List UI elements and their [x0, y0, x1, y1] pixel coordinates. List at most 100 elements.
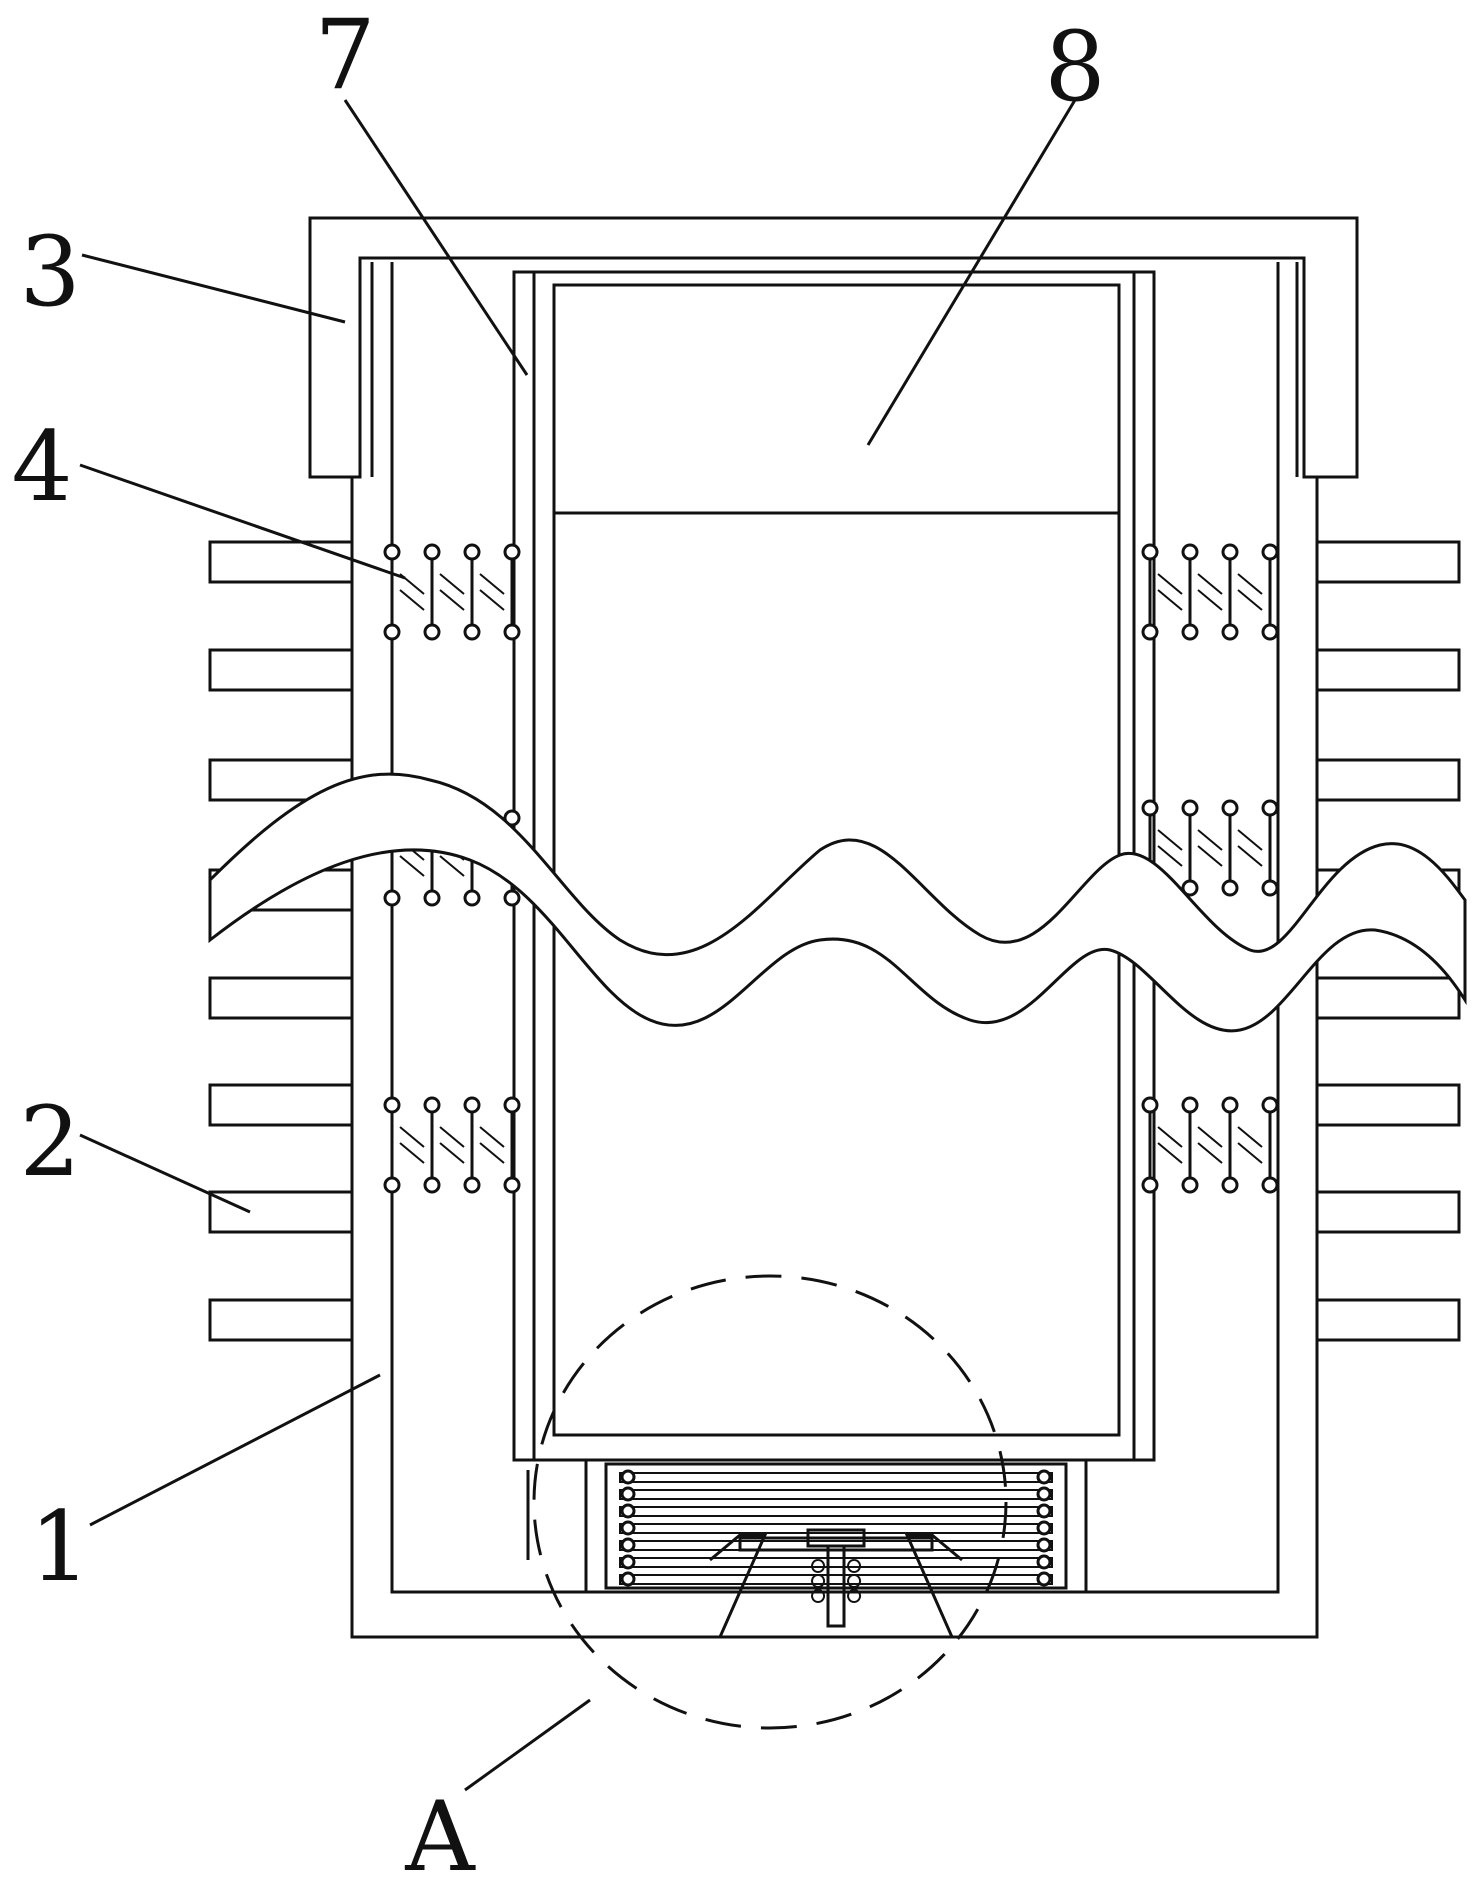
spring-pin [1261, 1096, 1279, 1114]
spring-pin [1141, 543, 1159, 561]
spring-coil [1197, 573, 1223, 595]
spring-coil [1237, 1142, 1263, 1164]
spring-pin [463, 1096, 481, 1114]
spring-coil [439, 589, 465, 611]
spring-pin [383, 543, 401, 561]
spring-coil [439, 1142, 465, 1164]
fin-right [1315, 1083, 1461, 1127]
spring-coil [1157, 845, 1183, 867]
spring-group [383, 543, 1279, 1194]
spring-pin [503, 543, 521, 561]
spring-pin [463, 543, 481, 561]
coil-plate [619, 1574, 1053, 1585]
spring-pin [1181, 799, 1199, 817]
spring-pin [1141, 623, 1159, 641]
spring-pin [503, 623, 521, 641]
heat-fins [208, 540, 1461, 1342]
spring-pin [503, 809, 521, 827]
coil-plate [619, 1557, 1053, 1568]
spring-coil [399, 1142, 425, 1164]
coil-end [1036, 1520, 1052, 1536]
spring-pin [1141, 1176, 1159, 1194]
top-cover [308, 216, 1359, 479]
coil-end [1036, 1537, 1052, 1553]
coil-end [1036, 1571, 1052, 1587]
coil-end [620, 1554, 636, 1570]
coil-plate [619, 1472, 1053, 1483]
fin-left [208, 1190, 354, 1234]
spring-pin [423, 889, 441, 907]
label-part-8: 8 [1044, 11, 1105, 123]
coil-plate [619, 1489, 1053, 1500]
spring [383, 1096, 521, 1194]
coil-end [1036, 1503, 1052, 1519]
fin-right [1315, 758, 1461, 802]
spring-pin [423, 1176, 441, 1194]
spring-coil [1237, 829, 1263, 851]
spring-pin [423, 1096, 441, 1114]
label-part-7: 7 [314, 0, 375, 111]
spring-pin [1221, 623, 1239, 641]
spring [1141, 543, 1279, 641]
coil-end [620, 1571, 636, 1587]
spring-coil [439, 573, 465, 595]
coil-end [620, 1469, 636, 1485]
fin-left [208, 976, 354, 1020]
spring-coil [479, 589, 505, 611]
spring-coil [1197, 1142, 1223, 1164]
spring-coil [399, 855, 425, 877]
spring-coil [479, 573, 505, 595]
spring-coil [439, 855, 465, 877]
spring-pin [1141, 1096, 1159, 1114]
bottom-cushion-assembly [526, 1458, 1088, 1638]
spring-coil [1197, 1126, 1223, 1148]
detail-circle [532, 1274, 1008, 1730]
label-detail-a: A [404, 1781, 476, 1879]
spring-pin [1221, 879, 1239, 897]
coil-end [1036, 1554, 1052, 1570]
fin-left [208, 648, 354, 692]
spring-coil [1237, 589, 1263, 611]
label-part-3: 3 [19, 216, 80, 328]
spring-pin [383, 889, 401, 907]
spring-pin [463, 889, 481, 907]
spring-pin [1221, 543, 1239, 561]
spring-coil [479, 1126, 505, 1148]
coil-end [620, 1503, 636, 1519]
spring-coil [1157, 1126, 1183, 1148]
spring-pin [1261, 799, 1279, 817]
spring-pin [503, 1176, 521, 1194]
coil-end [620, 1537, 636, 1553]
spring-coil [1157, 573, 1183, 595]
spring-coil [1197, 845, 1223, 867]
break-line [208, 772, 1467, 1033]
spring-pin [383, 1096, 401, 1114]
spring-coil [399, 589, 425, 611]
spring-pin [1181, 879, 1199, 897]
coil-plate [619, 1523, 1053, 1534]
spring-coil [1237, 845, 1263, 867]
spring-coil [1157, 829, 1183, 851]
spring-pin [1181, 1096, 1199, 1114]
spring-coil [479, 1142, 505, 1164]
fin-right [1315, 540, 1461, 584]
spring-coil [1237, 573, 1263, 595]
spring-pin [1261, 879, 1279, 897]
spring-coil [1237, 1126, 1263, 1148]
spring-coil [1197, 829, 1223, 851]
fin-left [208, 1083, 354, 1127]
leader-lines [79, 99, 1077, 1792]
spring-pin [1181, 543, 1199, 561]
spring-pin [1221, 799, 1239, 817]
fin-left [208, 540, 354, 584]
spring-coil [1157, 1142, 1183, 1164]
spring-coil [439, 1126, 465, 1148]
coil-end [620, 1520, 636, 1536]
fin-right [1315, 976, 1461, 1020]
coil-end [1036, 1486, 1052, 1502]
spring-pin [423, 623, 441, 641]
spring-pin [503, 889, 521, 907]
spring-pin [503, 1096, 521, 1114]
spring-coil [1197, 589, 1223, 611]
